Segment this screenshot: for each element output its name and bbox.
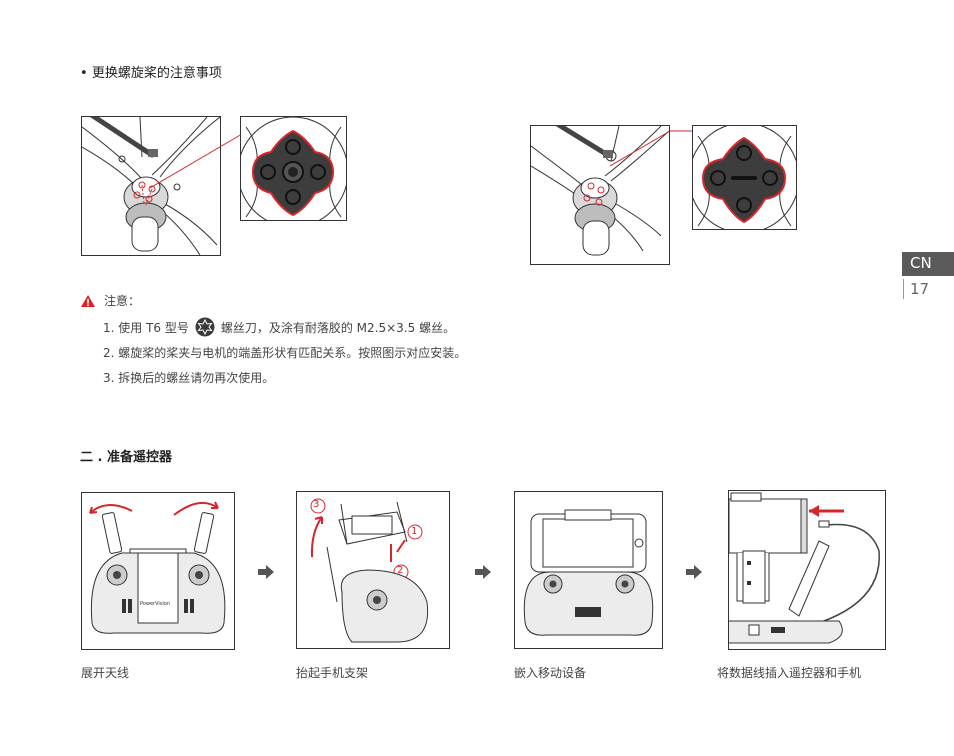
note-item-3: 3. 拆换后的螺丝请勿再次使用。 xyxy=(103,371,275,385)
right-arrow-icon xyxy=(475,565,491,579)
note-item-1-post: 螺丝刀，及涂有耐落胶的 M2.5×3.5 螺丝。 xyxy=(220,320,456,335)
right-arrow-icon xyxy=(258,565,274,579)
propeller-illustration-a xyxy=(81,116,221,256)
torx-bit-icon xyxy=(195,317,215,337)
section-title-remote: 二 . 准备遥控器 xyxy=(80,450,172,465)
propeller-drawing-a xyxy=(82,117,220,255)
motor-cap-drawing-b xyxy=(693,126,796,229)
phone-holder-drawing xyxy=(310,498,429,643)
callout-2: 2 xyxy=(397,565,404,576)
propeller-drawing-b xyxy=(531,126,669,256)
step-2-illustration: 3 1 2 xyxy=(296,491,450,649)
motor-cap-drawing-a xyxy=(241,117,346,220)
note-item-1-pre: 1. 使用 T6 型号 xyxy=(103,320,189,335)
propeller-illustration-b xyxy=(530,125,670,265)
callout-line-b xyxy=(610,130,694,167)
note-item-1: 1. 使用 T6 型号 螺丝刀，及涂有耐落胶的 M2.5×3.5 螺丝。 xyxy=(103,317,455,337)
section-title-propeller: • 更换螺旋桨的注意事项 xyxy=(80,62,222,81)
step-1-caption: 展开天线 xyxy=(81,666,130,680)
step-4-illustration xyxy=(728,490,886,650)
page-number: 17 xyxy=(903,279,929,299)
bullet: • xyxy=(80,66,88,81)
callout-1: 1 xyxy=(411,526,418,537)
right-arrow-icon xyxy=(686,565,702,579)
data-cable-drawing xyxy=(729,492,880,644)
motor-cap-detail-a xyxy=(240,116,347,221)
warning-icon xyxy=(81,294,95,307)
step-3-caption: 嵌入移动设备 xyxy=(514,666,587,680)
motor-cap-detail-b xyxy=(692,125,797,230)
phone-mounted-drawing xyxy=(523,509,654,636)
step-2-caption: 抬起手机支架 xyxy=(296,666,369,680)
note-item-2: 2. 螺旋桨的桨夹与电机的端盖形状有匹配关系。按照图示对应安装。 xyxy=(103,346,467,360)
step-4-caption: 将数据线插入遥控器和手机 xyxy=(717,666,862,680)
remote-brand-label: PowerVision xyxy=(140,601,171,607)
remote-antenna-drawing xyxy=(89,501,226,634)
section-title-text: 更换螺旋桨的注意事项 xyxy=(91,66,222,81)
step-1-illustration: PowerVision xyxy=(81,492,235,650)
callout-line-a xyxy=(150,133,243,189)
step-3-illustration xyxy=(514,491,663,649)
callout-3: 3 xyxy=(313,499,320,510)
language-tab: CN xyxy=(902,252,954,276)
notes-heading-text: 注意： xyxy=(104,294,141,308)
notes-heading: 注意： xyxy=(80,292,140,309)
